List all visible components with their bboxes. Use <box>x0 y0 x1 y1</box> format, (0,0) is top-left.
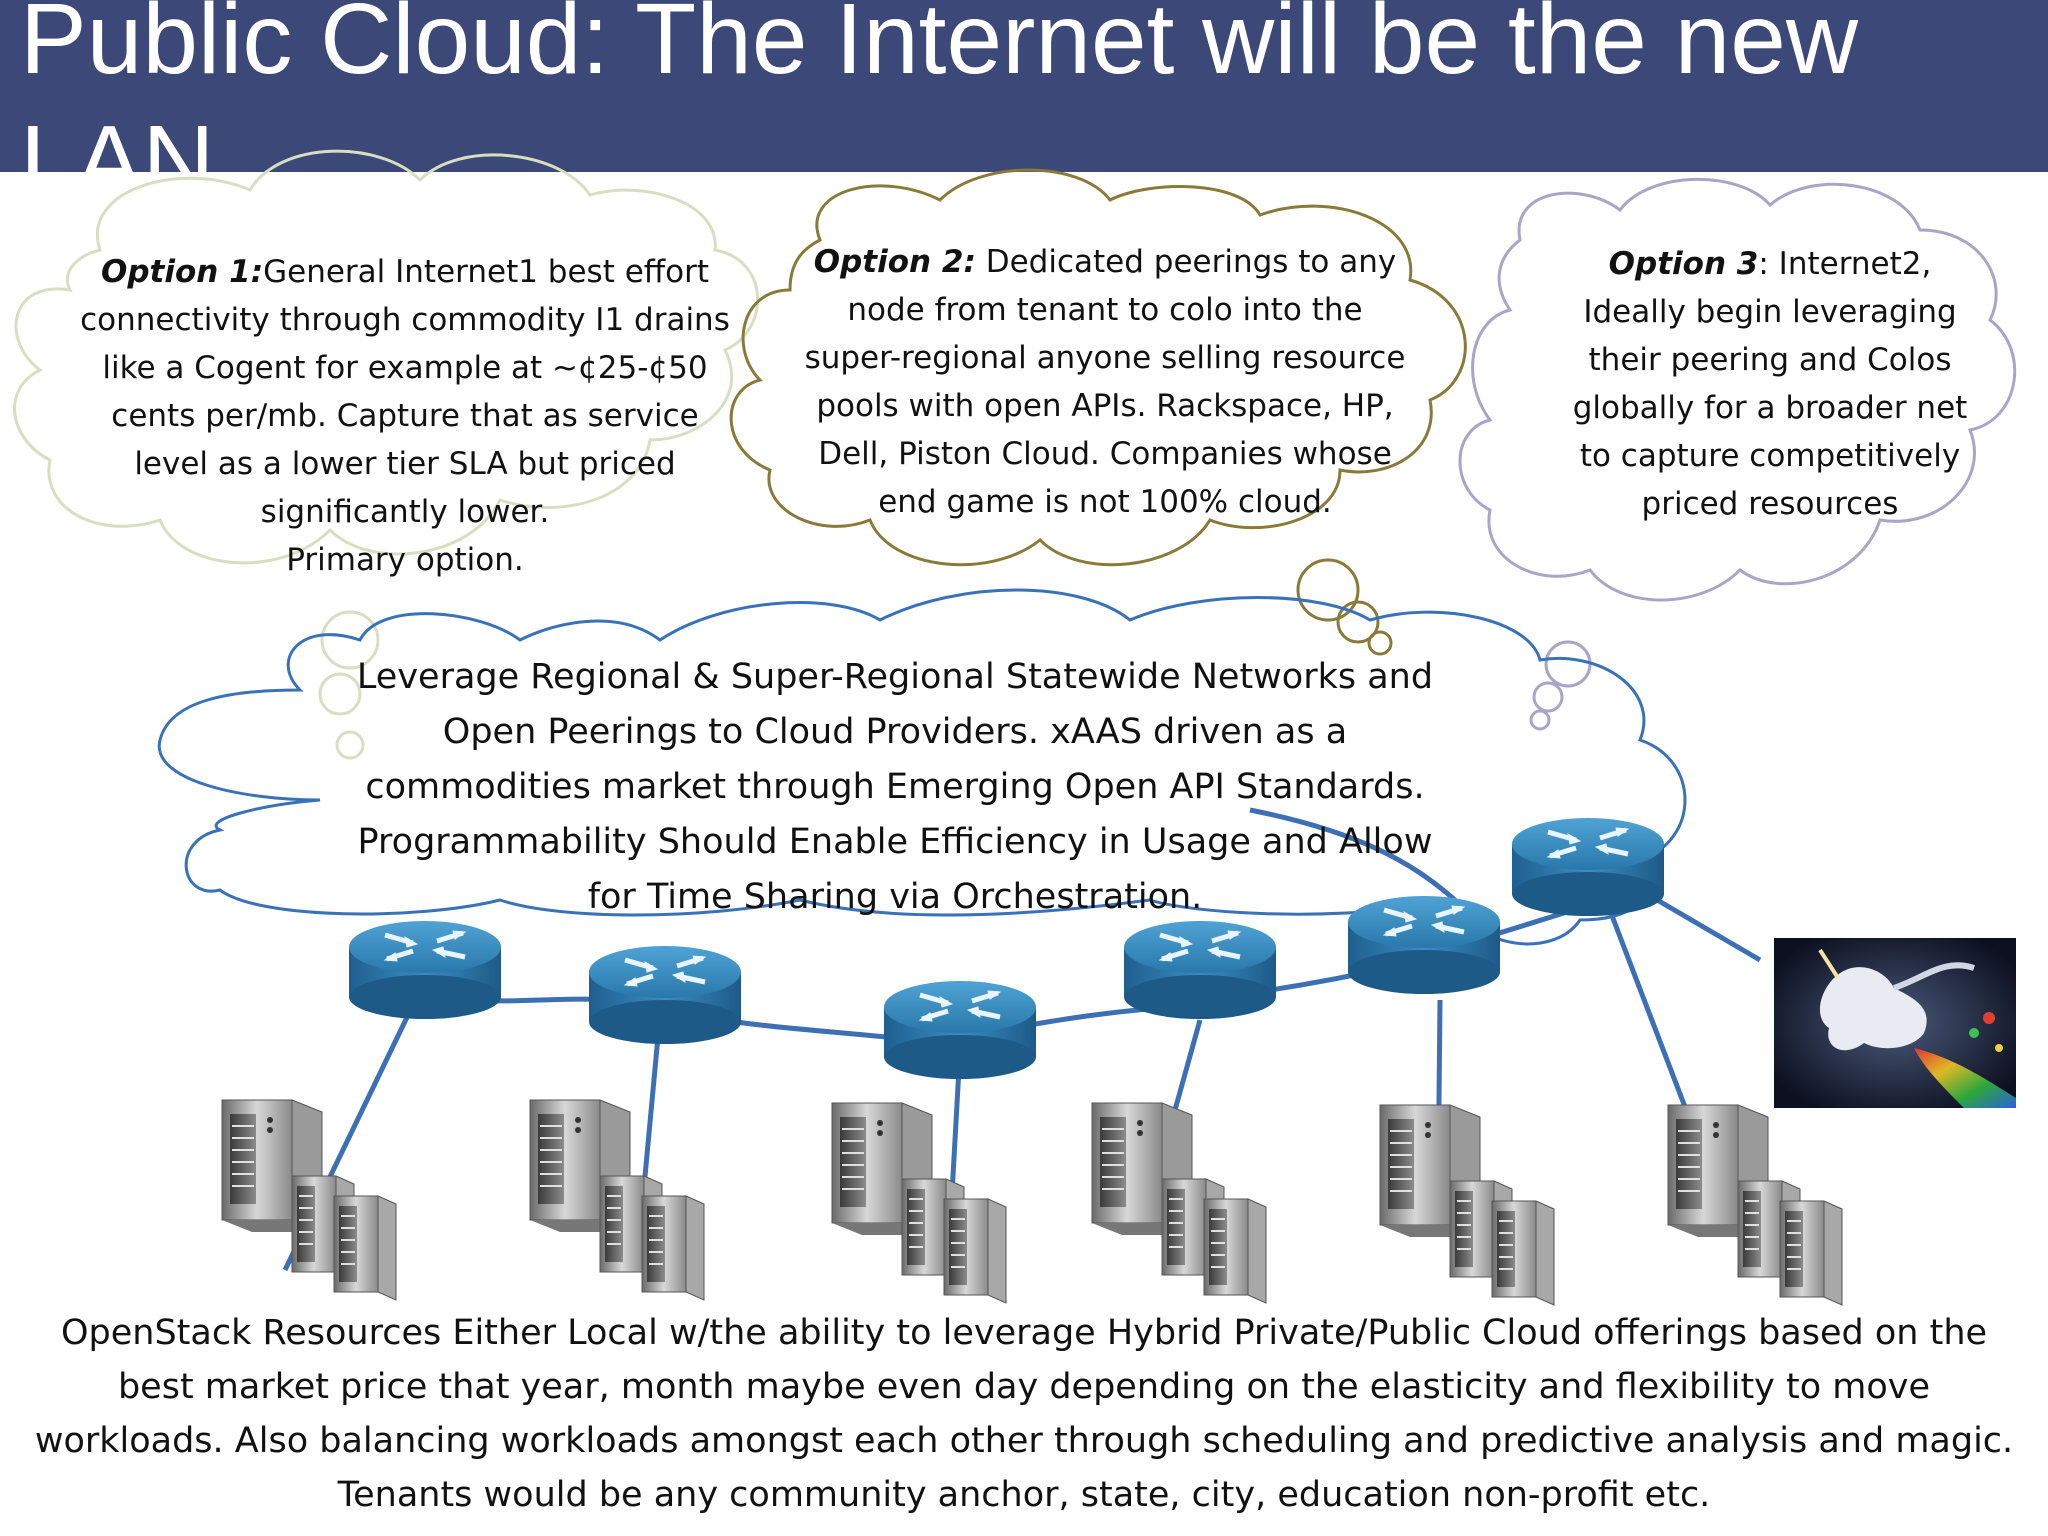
main-cloud <box>157 588 1687 946</box>
router-icon <box>589 946 741 1044</box>
option3-label: Option 3 <box>1608 246 1759 282</box>
router-icon <box>1512 818 1664 916</box>
option3-text: Option 3: Internet2, Ideally begin lever… <box>1560 240 1980 528</box>
option1-extra: Primary option. <box>286 542 524 578</box>
server-icon <box>1092 1103 1266 1303</box>
option2-cloud <box>729 168 1467 567</box>
server-icon <box>832 1103 1006 1303</box>
option1-cloud <box>13 149 759 565</box>
router-icon <box>884 981 1036 1079</box>
option2-label: Option 2: <box>813 244 976 280</box>
option3-cloud <box>1458 177 2017 602</box>
title-bar: Public Cloud: The Internet will be the n… <box>0 0 2048 172</box>
option2-body: Dedicated peerings to any node from tena… <box>804 244 1406 520</box>
router-icon <box>1124 921 1276 1019</box>
option1-body: General Internet1 best effort connectivi… <box>80 254 730 530</box>
option3-body: : Internet2, Ideally begin leveraging th… <box>1572 246 1968 522</box>
option1-text: Option 1:General Internet1 best effort c… <box>80 248 730 584</box>
server-icon <box>222 1100 396 1300</box>
server-icon <box>1380 1105 1554 1305</box>
router-icon <box>349 921 501 1019</box>
unicorn-image <box>1774 938 2016 1108</box>
bottom-text: OpenStack Resources Either Local w/the a… <box>34 1313 2014 1515</box>
main-cloud-text: Leverage Regional & Super-Regional State… <box>356 657 1434 917</box>
slide-title: Public Cloud: The Internet will be the n… <box>20 0 1859 172</box>
option1-label: Option 1: <box>100 254 264 290</box>
server-icon <box>1668 1105 1842 1305</box>
option2-text: Option 2: Dedicated peerings to any node… <box>800 238 1410 526</box>
server-icon <box>530 1100 704 1300</box>
